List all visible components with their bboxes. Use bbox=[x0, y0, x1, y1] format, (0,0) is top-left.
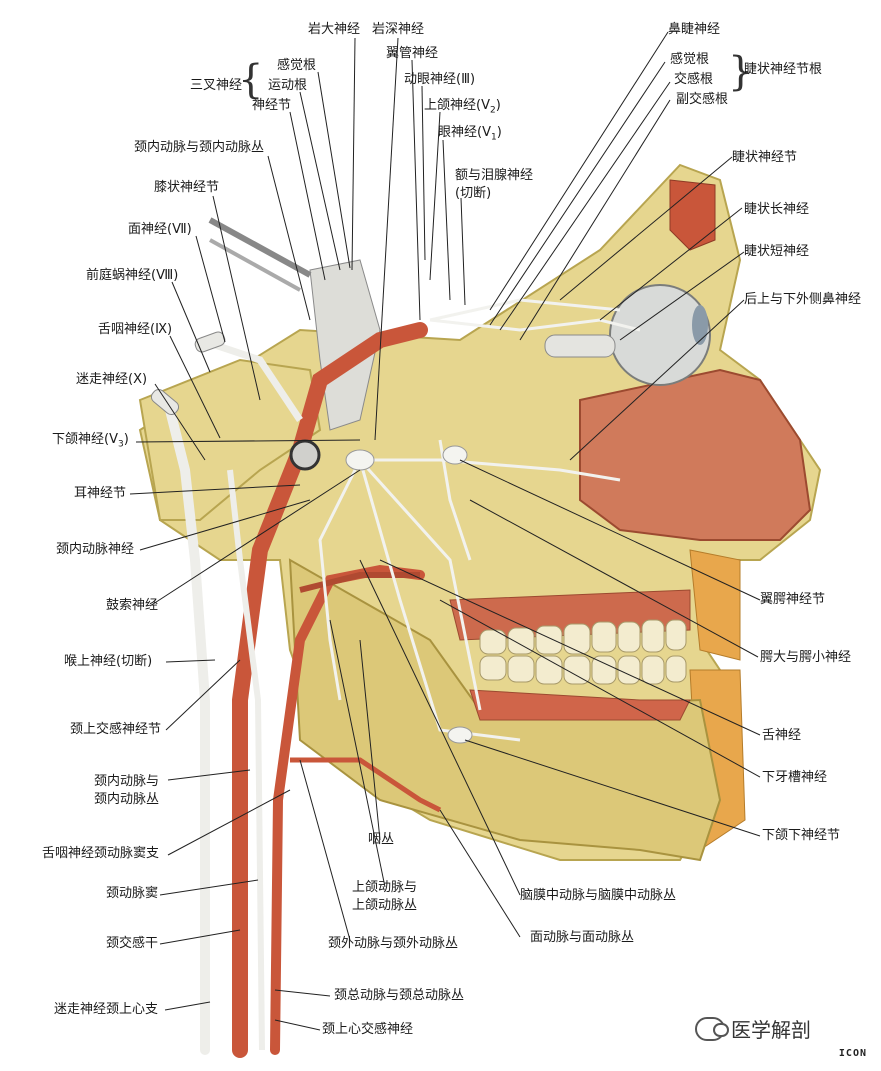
label-carotid-nerve: 颈内动脉神经 bbox=[56, 542, 135, 557]
retractor-1 bbox=[208, 217, 312, 278]
label-post-sup-lateral-nasal: 后上与下外侧鼻神经 bbox=[744, 292, 862, 307]
label-pterygoid-canal: 翼管神经 bbox=[386, 46, 439, 61]
label-pterygopalatine: 翼腭神经节 bbox=[760, 592, 826, 607]
upper-teeth bbox=[479, 619, 687, 655]
label-long-ciliary: 睫状长神经 bbox=[744, 202, 810, 217]
label-vestibulocochlear: 前庭蜗神经(Ⅷ) bbox=[86, 268, 179, 283]
label-superior-laryngeal: 喉上神经(切断) bbox=[64, 654, 153, 669]
optic-nerve bbox=[544, 334, 616, 358]
frontal-sinus bbox=[669, 179, 716, 251]
label-maxillary-artery-line2: 上颌动脉丛 bbox=[352, 898, 418, 913]
label-short-ciliary: 睫状短神经 bbox=[744, 244, 810, 259]
maxillary-artery bbox=[299, 572, 420, 593]
label-lingual: 舌神经 bbox=[762, 728, 802, 743]
external-carotid-artery bbox=[270, 564, 425, 1055]
label-middle-meningeal: 脑膜中动脉与脑膜中动脉丛 bbox=[520, 888, 677, 903]
label-greater-petrosal: 岩大神经 bbox=[308, 22, 361, 37]
label-facial-artery: 面动脉与面动脉丛 bbox=[530, 930, 635, 945]
lip-upper bbox=[689, 549, 741, 661]
label-sympathetic-root: 交感根 bbox=[674, 72, 714, 87]
vagus-nerve bbox=[165, 405, 210, 1055]
label-sympathetic-trunk: 颈交感干 bbox=[106, 936, 159, 951]
label-frontal-lacrimal-cut: (切断) bbox=[455, 186, 492, 201]
otic-ganglion-shape bbox=[345, 449, 375, 471]
nerve-stub-2 bbox=[150, 388, 180, 416]
tongue bbox=[469, 689, 691, 721]
label-deep-petrosal: 岩深神经 bbox=[372, 22, 425, 37]
label-sensory-root-2: 感觉根 bbox=[670, 52, 710, 67]
label-superior-cardiac: 颈上心交感神经 bbox=[322, 1022, 414, 1037]
label-ciliary-roots: 睫状神经节根 bbox=[744, 62, 823, 77]
facial-artery bbox=[290, 757, 442, 813]
label-frontal-lacrimal: 额与泪腺神经 bbox=[455, 168, 534, 183]
label-ganglion: 神经节 bbox=[252, 98, 292, 113]
label-submandibular: 下颌下神经节 bbox=[762, 828, 841, 843]
label-oculomotor: 动眼神经(Ⅲ) bbox=[404, 72, 476, 87]
lower-teeth bbox=[479, 655, 687, 685]
pterygopalatine-ganglion-shape bbox=[442, 445, 468, 465]
label-trigeminal: 三叉神经 bbox=[190, 78, 243, 93]
label-otic: 耳神经节 bbox=[74, 486, 127, 501]
label-sensory-root: 感觉根 bbox=[277, 58, 317, 73]
label-glossopharyngeal: 舌咽神经(Ⅸ) bbox=[98, 322, 173, 337]
watermark-text: 医学解剖 bbox=[731, 1018, 811, 1042]
label-superior-cervical-ganglion: 颈上交感神经节 bbox=[70, 722, 162, 737]
icon-logo: ICON bbox=[838, 1048, 867, 1059]
facial-nerve bbox=[198, 336, 303, 422]
label-inferior-alveolar: 下牙槽神经 bbox=[762, 770, 828, 785]
submandibular-ganglion-shape bbox=[447, 726, 473, 744]
label-carotid-sinus: 颈动脉窦 bbox=[106, 886, 159, 901]
label-nasociliary: 鼻睫神经 bbox=[668, 22, 721, 37]
label-mandibular: 下颌神经(V3) bbox=[52, 432, 129, 450]
label-palatine: 腭大与腭小神经 bbox=[760, 650, 852, 665]
label-motor-root: 运动根 bbox=[268, 78, 308, 93]
label-ica-plexus2-line2: 颈内动脉丛 bbox=[94, 792, 160, 807]
watermark: 医学解剖 bbox=[695, 1014, 811, 1043]
eyeball bbox=[609, 284, 711, 386]
label-geniculate: 膝状神经节 bbox=[154, 180, 220, 195]
label-maxillary-artery-line1: 上颌动脉与 bbox=[352, 880, 418, 895]
cornea bbox=[692, 305, 708, 345]
label-pharyngeal-plexus: 咽丛 bbox=[368, 832, 395, 847]
ica-cut-section bbox=[289, 439, 321, 471]
label-eca-plexus: 颈外动脉与颈外动脉丛 bbox=[328, 936, 459, 951]
sympathetic-trunk-nerve bbox=[227, 469, 265, 1051]
label-vagus-cardiac: 迷走神经颈上心支 bbox=[54, 1002, 159, 1017]
label-ophthalmic: 眼神经(V1) bbox=[438, 125, 502, 143]
label-ica-plexus: 颈内动脉与颈内动脉丛 bbox=[134, 140, 265, 155]
label-cca-plexus: 颈总动脉与颈总动脉丛 bbox=[334, 988, 465, 1003]
nasal-cavity-mucosa bbox=[579, 368, 812, 541]
label-chorda-tympani: 鼓索神经 bbox=[106, 598, 159, 613]
trigeminal-brace: { bbox=[238, 57, 264, 103]
chat-bubble-icon bbox=[695, 1016, 729, 1041]
nerve-branches bbox=[318, 298, 641, 742]
trigeminal-ganglion bbox=[309, 259, 381, 431]
label-maxillary: 上颌神经(V2) bbox=[424, 98, 501, 116]
leader-lines bbox=[129, 31, 761, 1031]
label-ica-plexus2-line1: 颈内动脉与 bbox=[94, 774, 160, 789]
label-carotid-sinus-branch: 舌咽神经颈动脉窦支 bbox=[42, 846, 160, 861]
label-facial-nerve: 面神经(Ⅶ) bbox=[128, 222, 192, 237]
label-vagus: 迷走神经(Ⅹ) bbox=[76, 372, 148, 387]
label-parasympathetic-root: 副交感根 bbox=[676, 92, 729, 107]
label-ciliary-ganglion: 睫状神经节 bbox=[732, 150, 798, 165]
